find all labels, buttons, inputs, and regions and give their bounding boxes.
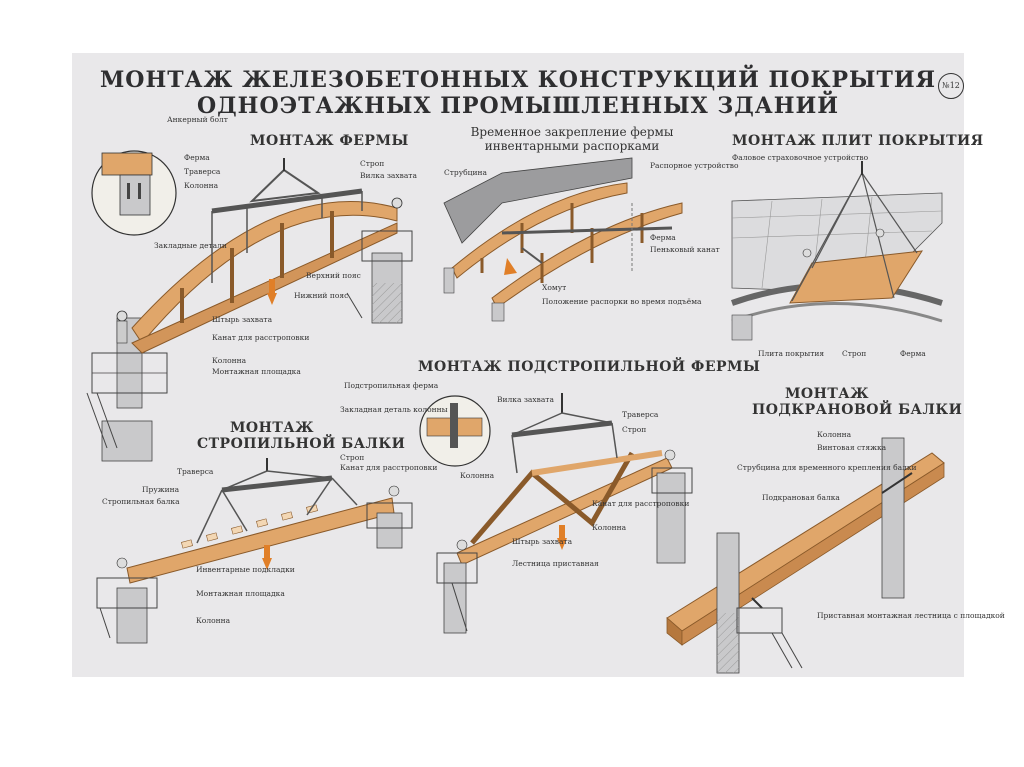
crane-beam-drawing xyxy=(666,437,945,674)
label-bottom-chord: Нижний пояс xyxy=(294,291,349,300)
poster-title-line2: ОДНОЭТАЖНЫХ ПРОМЫШЛЕННЫХ ЗДАНИЙ xyxy=(196,93,840,119)
label-column-embed: Закладная деталь колонны xyxy=(340,405,448,414)
label-column: Колонна xyxy=(184,181,219,190)
label-grip-fork-5: Вилка захвата xyxy=(497,395,554,404)
bracing-drawing xyxy=(443,157,683,322)
label-grip-fork: Вилка захвата xyxy=(360,171,417,180)
heading-beam: МОНТАЖ СТРОПИЛЬНОЙ БАЛКИ xyxy=(197,420,406,452)
heading-subtruss: МОНТАЖ ПОДСТРОПИЛЬНОЙ ФЕРМЫ xyxy=(418,359,761,375)
label-column-6: Колонна xyxy=(817,430,852,439)
heading-crane-beam-line1: МОНТАЖ xyxy=(784,386,870,402)
label-anchor-bolt: Анкерный болт xyxy=(167,115,228,124)
heading-beam-line1: МОНТАЖ xyxy=(229,420,315,436)
heading-crane-beam-line2: ПОДКРАНОВОЙ БАЛКИ xyxy=(752,402,963,418)
label-release-rope-4: Канат для расстроповки xyxy=(340,463,438,472)
poster-number-badge: №12 xyxy=(938,73,964,99)
label-platform: Монтажная площадка xyxy=(212,367,301,376)
label-grip-pin-5: Штырь захвата xyxy=(512,537,573,546)
label-spacer-device: Распорное устройство xyxy=(650,161,739,170)
label-ladder-platform: Приставная монтажная лестница с площадко… xyxy=(817,611,1005,620)
label-brace-position: Положение распорки во время подъёма xyxy=(542,297,702,306)
label-traverse-5: Траверса xyxy=(622,410,659,419)
label-rafter-beam: Стропильная балка xyxy=(102,497,180,506)
heading-bracing-line2: инвентарными распорками xyxy=(484,139,660,153)
heading-beam-line2: СТРОПИЛЬНОЙ БАЛКИ xyxy=(197,436,406,452)
label-truss-2: Ферма xyxy=(650,233,676,242)
label-sling: Строп xyxy=(360,159,385,168)
label-traverse-4: Траверса xyxy=(177,467,214,476)
subtruss-drawing xyxy=(419,393,693,634)
label-release-rope-5: Канат для расстроповки xyxy=(592,499,690,508)
poster-illustrations xyxy=(86,150,945,674)
label-column-5b: Колонна xyxy=(592,523,627,532)
label-subtruss: Подстропильная ферма xyxy=(344,381,439,390)
label-sling-5: Строп xyxy=(622,425,647,434)
label-spring: Пружина xyxy=(142,485,180,494)
label-release-rope: Канат для расстроповки xyxy=(212,333,310,342)
label-top-chord: Верхний пояс xyxy=(306,271,361,280)
label-platform-4: Монтажная площадка xyxy=(196,589,285,598)
slabs-drawing xyxy=(731,161,943,341)
label-crane-beam: Подкрановая балка xyxy=(762,493,840,502)
label-screw-tie: Винтовая стяжка xyxy=(817,443,887,452)
label-pads: Инвентарные подкладки xyxy=(196,565,295,574)
label-roof-slab: Плита покрытия xyxy=(758,349,825,358)
heading-truss: МОНТАЖ ФЕРМЫ xyxy=(250,133,409,149)
label-clamp-6: Струбцина для временного крепления балки xyxy=(737,463,917,472)
label-hemp-rope: Пеньковый канат xyxy=(650,245,720,254)
label-sling-3: Строп xyxy=(842,349,867,358)
label-grip-pin: Штырь захвата xyxy=(212,315,273,324)
heading-crane-beam: МОНТАЖ ПОДКРАНОВОЙ БАЛКИ xyxy=(752,386,963,418)
truss-drawing xyxy=(86,150,413,462)
label-truss: Ферма xyxy=(184,153,210,162)
label-column-2: Колонна xyxy=(212,356,247,365)
label-column-4: Колонна xyxy=(196,616,231,625)
heading-bracing-line1: Временное закрепление фермы xyxy=(470,125,674,139)
beam-drawing xyxy=(96,458,413,644)
heading-slabs: МОНТАЖ ПЛИТ ПОКРЫТИЯ xyxy=(732,133,984,149)
poster-title-line1: МОНТАЖ ЖЕЛЕЗОБЕТОННЫХ КОНСТРУКЦИЙ ПОКРЫТ… xyxy=(99,67,937,93)
poster: МОНТАЖ ЖЕЛЕЗОБЕТОННЫХ КОНСТРУКЦИЙ ПОКРЫТ… xyxy=(72,53,1005,677)
heading-bracing: Временное закрепление фермы инвентарными… xyxy=(457,125,687,153)
label-ladder: Лестница приставная xyxy=(512,559,599,568)
label-sling-4: Строп xyxy=(340,453,365,462)
label-embedded-parts: Закладные детали xyxy=(154,241,227,250)
label-clamp: Струбцина xyxy=(444,168,487,177)
label-column-5: Колонна xyxy=(460,471,495,480)
label-safety-device: Фаловое страховочное устройство xyxy=(732,153,869,162)
label-traverse: Траверса xyxy=(184,167,221,176)
label-clamp-collar: Хомут xyxy=(542,283,567,292)
label-truss-3: Ферма xyxy=(900,349,926,358)
